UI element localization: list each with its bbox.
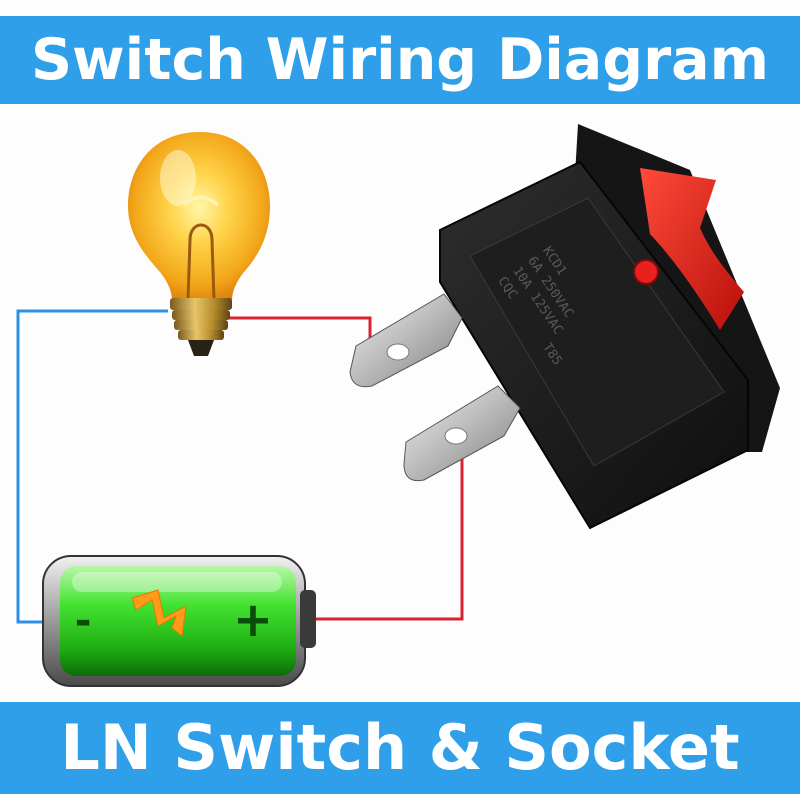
footer-caption: LN Switch & Socket [60, 711, 740, 784]
page-title: Switch Wiring Diagram [30, 27, 770, 93]
upper-terminal [349, 293, 463, 388]
switch-to-battery-wire [312, 450, 464, 621]
title-banner: Switch Wiring Diagram [0, 16, 800, 104]
bulb-to-switch-wire [228, 316, 372, 345]
caption-banner: LN Switch & Socket [0, 702, 800, 794]
battery-positive-label: + [233, 592, 273, 648]
lightning-bolt-icon [131, 589, 187, 637]
indicator-led [633, 259, 659, 285]
return-wire [16, 309, 168, 624]
battery-negative-label: - [75, 598, 92, 644]
battery-icon: - + [42, 555, 316, 687]
rocker-switch: KCD1 6A 250VAC 10A 125VAC CQC T85 [349, 124, 780, 530]
light-bulb-icon [128, 132, 270, 356]
rocker-button [640, 168, 744, 330]
